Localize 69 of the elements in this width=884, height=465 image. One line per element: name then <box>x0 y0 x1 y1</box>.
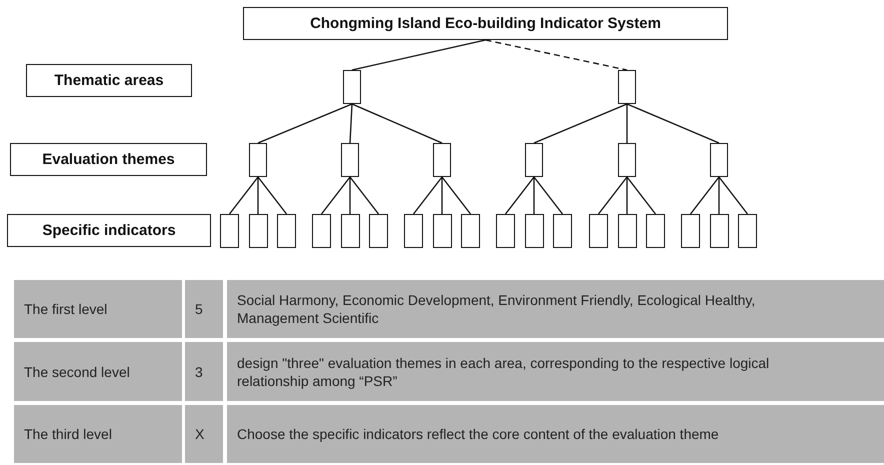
empty-box <box>524 214 544 248</box>
empty-box <box>220 214 239 248</box>
empty-box <box>369 214 388 248</box>
connector-line <box>598 176 628 214</box>
empty-box <box>248 214 268 248</box>
count: 5 <box>185 280 223 338</box>
empty-box <box>496 214 515 248</box>
empty-box <box>525 143 543 177</box>
connector-line <box>412 176 443 214</box>
connector-line <box>258 103 352 144</box>
empty-box <box>433 143 451 177</box>
empty-box <box>277 214 296 248</box>
connector-line <box>349 104 353 144</box>
level-label-box <box>26 64 192 97</box>
count: X <box>185 405 223 463</box>
empty-box <box>589 214 608 248</box>
connector-line <box>690 176 720 214</box>
level-label-box <box>7 214 211 247</box>
connector-line <box>718 176 748 214</box>
connector-line <box>718 177 720 214</box>
description: Choose the specific indicators reflect the core content of the evaluation theme <box>227 405 884 463</box>
empty-box <box>618 143 636 177</box>
connector-line <box>441 176 472 214</box>
connector-line <box>626 103 720 144</box>
connector-line <box>257 177 259 214</box>
level-name: The second level <box>14 342 182 401</box>
connector-line <box>320 176 351 214</box>
empty-box <box>553 214 572 248</box>
empty-box <box>618 214 636 248</box>
node-label: Specific indicators <box>42 222 176 239</box>
empty-box <box>341 143 359 177</box>
node-label: Thematic areas <box>54 72 164 89</box>
empty-box <box>343 70 361 104</box>
empty-box <box>738 214 757 248</box>
connector-line <box>257 176 288 214</box>
connector-line <box>533 176 564 214</box>
empty-box <box>432 214 452 248</box>
connector-line <box>352 103 442 144</box>
connector-line <box>349 177 351 214</box>
node-label: Evaluation themes <box>42 151 175 168</box>
empty-box <box>681 214 700 248</box>
connector-line <box>533 177 535 214</box>
empty-box <box>710 143 728 177</box>
connector-line <box>626 177 628 214</box>
connector-line <box>228 176 259 214</box>
connector-line <box>626 104 628 143</box>
description: design "three" evaluation themes in each area, corresponding to the respective logical relationship among “PSR” <box>227 342 884 401</box>
level-name: The first level <box>14 280 182 338</box>
empty-box <box>404 214 423 248</box>
connector-line <box>504 176 535 214</box>
connector-line <box>626 176 656 214</box>
count: 3 <box>185 342 223 401</box>
connector-line <box>441 177 443 214</box>
description: Social Harmony, Economic Development, Environment Friendly, Ecological Healthy, Management Scientific <box>227 280 884 338</box>
level-name: The third level <box>14 405 182 463</box>
empty-box <box>249 143 267 177</box>
node-label: Chongming Island Eco-building Indicator System <box>310 15 661 32</box>
empty-box <box>312 214 331 248</box>
connector-line <box>485 39 628 71</box>
connector-line <box>352 39 486 71</box>
connector-line <box>534 103 628 144</box>
title-box <box>243 7 728 40</box>
empty-box <box>340 214 360 248</box>
connector-line <box>349 176 380 214</box>
empty-box <box>618 70 636 104</box>
empty-box <box>461 214 480 248</box>
empty-box <box>710 214 728 248</box>
empty-box <box>646 214 665 248</box>
level-label-box <box>10 143 207 176</box>
